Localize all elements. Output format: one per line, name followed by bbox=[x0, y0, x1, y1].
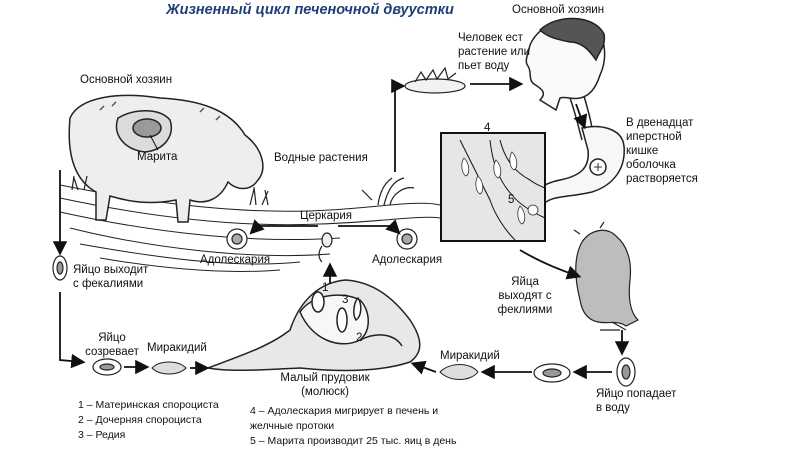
cow-illustration bbox=[573, 221, 640, 331]
label-water-plants: Водные растения bbox=[274, 152, 368, 164]
label-egg-out-1: Яйцо выходит bbox=[73, 264, 149, 276]
sheep-illustration bbox=[68, 94, 264, 223]
label-egg-water-2: в воду bbox=[596, 402, 630, 414]
label-snail-1: Малый прудовик bbox=[280, 372, 370, 384]
egg-in-feces bbox=[52, 255, 68, 281]
legend-left-3: 3 – Редия bbox=[78, 429, 126, 441]
egg-maturing bbox=[92, 358, 122, 376]
label-marita: Марита bbox=[137, 151, 178, 163]
label-duodenum-3: кишке bbox=[626, 145, 659, 157]
label-human-eats-1: Человек ест bbox=[458, 32, 523, 44]
label-duodenum-2: иперстной bbox=[626, 131, 682, 143]
plate-illustration bbox=[404, 66, 466, 94]
legend-left-2: 2 – Дочерняя спороциста bbox=[78, 414, 202, 426]
stage-number-2: 2 bbox=[356, 332, 363, 344]
label-eggs-out-1: Яйца bbox=[511, 276, 539, 288]
label-miracidium-right: Миракидий bbox=[440, 350, 500, 362]
egg-in-water bbox=[616, 357, 636, 387]
label-egg-matures-2: созревает bbox=[85, 346, 139, 358]
miracidium-right bbox=[439, 364, 479, 380]
grass-illustration bbox=[71, 175, 415, 206]
label-cercaria: Церкария bbox=[300, 210, 353, 222]
legend-right-1: 4 – Адолескария мигрирует в печень и bbox=[250, 405, 439, 417]
label-human-eats-3: пьет воду bbox=[458, 60, 510, 72]
cercaria-organism bbox=[318, 232, 333, 263]
egg-in-water-shell bbox=[533, 363, 571, 383]
legend-left: 1 – Материнская спороциста 2 – Дочерняя … bbox=[78, 398, 219, 443]
label-egg-water-1: Яйцо попадает bbox=[596, 388, 677, 400]
stage-number-3: 3 bbox=[342, 294, 349, 306]
diagram-title: Жизненный цикл печеночной двуустки bbox=[166, 2, 454, 18]
label-eggs-out-2: выходят с bbox=[498, 290, 552, 302]
adolescaria-right-cyst bbox=[396, 228, 418, 250]
stage-number-1: 1 bbox=[322, 282, 329, 294]
cycle-arrows bbox=[52, 76, 630, 380]
legend-left-1: 1 – Материнская спороциста bbox=[78, 399, 219, 411]
label-miracidium-left: Миракидий bbox=[147, 342, 207, 354]
human-illustration bbox=[525, 17, 606, 141]
liver-detail-box bbox=[440, 132, 546, 242]
label-egg-out-2: с фекалиями bbox=[73, 278, 144, 290]
label-duodenum-1: В двенадцат bbox=[626, 117, 694, 129]
label-adolescaria-left: Адолескария bbox=[200, 254, 271, 266]
snail-illustration bbox=[205, 279, 421, 372]
label-duodenum-4: оболочка bbox=[626, 159, 676, 171]
label-human-eats-2: растение или bbox=[458, 46, 530, 58]
legend-right: 4 – Адолескария мигрирует в печень и жел… bbox=[250, 404, 456, 449]
label-snail-2: (молюск) bbox=[301, 386, 349, 398]
stage-number-4: 4 bbox=[484, 122, 491, 134]
label-host-right: Основной хозяин bbox=[512, 4, 605, 16]
adolescaria-left-cyst bbox=[226, 228, 248, 250]
legend-right-3: 5 – Марита производит 25 тыс. яиц в день bbox=[250, 435, 457, 447]
miracidium-left bbox=[151, 361, 187, 375]
stomach-illustration bbox=[524, 125, 625, 218]
legend-right-2: желчные протоки bbox=[250, 420, 335, 432]
label-host-left: Основной хозяин bbox=[80, 74, 173, 86]
label-duodenum-5: растворяется bbox=[626, 173, 698, 185]
label-egg-matures-1: Яйцо bbox=[98, 332, 126, 344]
water-illustration bbox=[59, 184, 441, 272]
label-eggs-out-3: феклиями bbox=[497, 304, 553, 316]
label-adolescaria-right: Адолескария bbox=[372, 254, 443, 266]
stage-number-5: 5 bbox=[508, 194, 515, 206]
